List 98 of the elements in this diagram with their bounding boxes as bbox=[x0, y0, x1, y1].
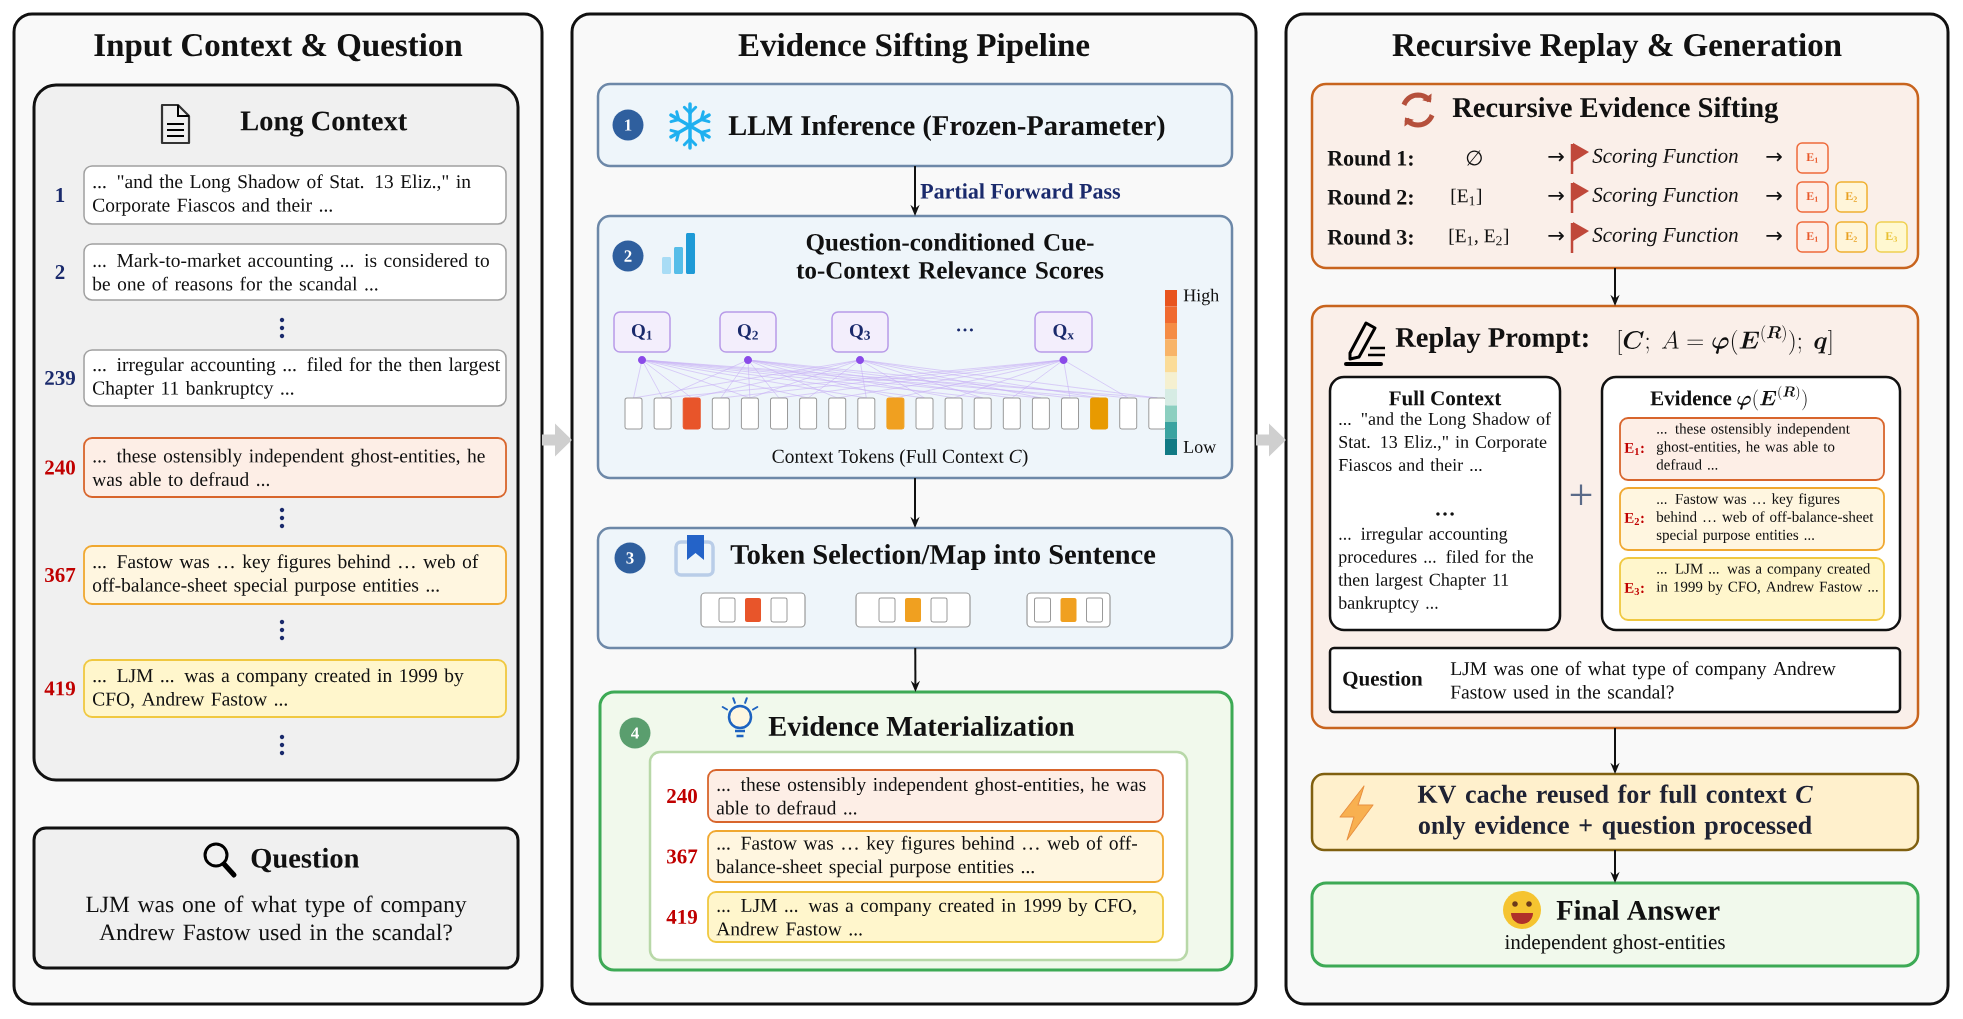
sentence-text: ... these ostensibly independent ghost-entities, he was able to defraud ... bbox=[92, 448, 485, 487]
box-title: Evidence Materialization bbox=[768, 715, 1075, 737]
question-text: LJM was one of what type of company Andrew Fastow used in the scandal? bbox=[86, 895, 467, 941]
query-box bbox=[719, 311, 777, 353]
line-number: 419 bbox=[44, 681, 75, 696]
tag-label: E$_{2}$ bbox=[1845, 232, 1857, 242]
box-title: Replay Prompt: bbox=[1395, 327, 1588, 353]
arrow-sign: → bbox=[1766, 152, 1782, 162]
evidence-box bbox=[1619, 557, 1885, 621]
tag-label: E$_{1}$ bbox=[1806, 192, 1818, 202]
plus-sign: + bbox=[1570, 484, 1592, 506]
step-number: 1 bbox=[612, 109, 644, 141]
box-title: Token Selection/Map into Sentence bbox=[730, 544, 1156, 570]
line-number: 239 bbox=[45, 370, 75, 386]
panel-title: Evidence Sifting Pipeline bbox=[738, 32, 1090, 64]
question-box bbox=[1328, 646, 1902, 714]
context-text: ... irregular accounting procedures ... filed for the then largest Chapter 11 bankruptcy ... bbox=[1338, 527, 1533, 613]
line-number: 367 bbox=[667, 849, 698, 864]
tag-label: E$_{1}$ bbox=[1806, 232, 1818, 242]
evidence-label: E$_{1}$: bbox=[1624, 443, 1644, 455]
evidence-set: [E$_{1}$, E$_{2}$] bbox=[1449, 228, 1508, 246]
panel-title: Input Context & Question bbox=[94, 33, 463, 63]
panel-title: Recursive Replay & Generation bbox=[1392, 33, 1842, 63]
evidence-tag bbox=[1875, 221, 1908, 253]
tag-label: E$_{2}$ bbox=[1845, 192, 1857, 202]
line-number: 1 bbox=[56, 188, 65, 202]
round-label: Round 2: bbox=[1327, 189, 1413, 205]
evidence-label: E$_{2}$: bbox=[1624, 513, 1644, 525]
box-title: Evidence bbox=[1650, 390, 1732, 406]
evidence-tag bbox=[1796, 221, 1829, 253]
evidence-tag bbox=[1835, 181, 1868, 213]
evidence-tag bbox=[1796, 142, 1829, 174]
box-title: Question-conditioned Cue-to-Context Relevance Scores bbox=[796, 233, 1104, 279]
line-number: 419 bbox=[666, 909, 697, 925]
sentence-text: ... Fastow was … key figures behind … web of off-balance-sheet special purpose entities ... bbox=[92, 554, 479, 596]
arrow-sign: → bbox=[1766, 191, 1782, 201]
evidence-text: ... these ostensibly independent ghost-entities, he was able to defraud ... bbox=[1656, 423, 1850, 470]
line-number: 367 bbox=[45, 567, 76, 583]
sentence-text: ... Mark-to-market accounting ... is considered to be one of reasons for the scandal ... bbox=[92, 253, 489, 291]
ellipsis: … bbox=[957, 328, 973, 332]
edge-label: Partial Forward Pass bbox=[920, 183, 1121, 199]
box-text: Context Tokens (Full Context C) bbox=[772, 449, 1028, 467]
query-label: Q$_{3}$ bbox=[849, 324, 870, 340]
function-label: Scoring Function bbox=[1592, 227, 1738, 247]
query-label: Q$_{x}$ bbox=[1053, 324, 1074, 340]
step-number: 3 bbox=[614, 542, 646, 574]
sentence-text: ... "and the Long Shadow of Stat. 13 Eliz.," in Corporate Fiascos and their ... bbox=[93, 174, 471, 216]
box-title: Question bbox=[251, 847, 360, 873]
evidence-text: ... LJM ... was a company created in 1999 by CFO, Andrew Fastow ... bbox=[1656, 563, 1878, 595]
evidence-set: [E$_{1}$] bbox=[1451, 188, 1481, 206]
sentence-text: ... LJM ... was a company created in 1999 by CFO, Andrew Fastow ... bbox=[93, 668, 464, 709]
evidence-text: ... Fastow was … key figures behind … web of off-balance-sheet special purpose entities ... bbox=[1656, 493, 1874, 543]
sentence-text: ... irregular accounting ... filed for the then largest Chapter 11 bankruptcy ... bbox=[93, 357, 501, 399]
scale-label: High bbox=[1183, 288, 1219, 306]
evidence-set: ∅ bbox=[1466, 150, 1482, 166]
line-number: 2 bbox=[55, 265, 65, 279]
function-label: Scoring Function bbox=[1592, 148, 1738, 168]
sentence-text: ... LJM ... was a company created in 1999 by CFO, Andrew Fastow ... bbox=[716, 898, 1136, 936]
question-text: LJM was one of what type of company Andrew Fastow used in the scandal? bbox=[1450, 661, 1836, 699]
sentence-text: ... Fastow was … key figures behind … web of off-balance-sheet special purpose entities ... bbox=[716, 835, 1138, 878]
arrow-sign: → bbox=[1766, 231, 1782, 241]
box-title: Long Context bbox=[240, 111, 408, 137]
scale-label: Low bbox=[1183, 441, 1217, 453]
box-title: Final Answer bbox=[1556, 899, 1720, 921]
round-label: Round 1: bbox=[1327, 150, 1413, 166]
evidence-tag bbox=[1796, 181, 1829, 213]
formula: $[\boldsymbol{C};\ A = \boldsymbol{\varphi}(\boldsymbol{E}^{(\boldsymbol{R})});\ \boldsymbol{q}]$ bbox=[1618, 325, 1832, 355]
arrow-sign: → bbox=[1548, 152, 1564, 162]
box-title: Recursive Evidence Sifting bbox=[1452, 96, 1779, 124]
round-label: Round 3: bbox=[1327, 229, 1413, 245]
evidence-tag bbox=[1835, 221, 1868, 253]
box-title: Question bbox=[1343, 671, 1423, 689]
formula: $\boldsymbol{\varphi}(\boldsymbol{E}^{(\boldsymbol{R})})$ bbox=[1737, 385, 1807, 411]
arrow-sign: → bbox=[1548, 191, 1564, 201]
tag-label: E$_{3}$ bbox=[1885, 232, 1897, 242]
box-title: LLM Inference (Frozen-Parameter) bbox=[728, 114, 1165, 142]
line-number: 240 bbox=[45, 460, 75, 475]
function-label: Scoring Function bbox=[1592, 187, 1738, 207]
query-label: Q$_{2}$ bbox=[737, 324, 758, 340]
query-label: Q$_{1}$ bbox=[631, 324, 652, 340]
box-text: KV cache reused for full context C only evidence + question processed bbox=[1417, 784, 1813, 840]
step-number: 4 bbox=[619, 717, 651, 749]
context-text: ... "and the Long Shadow of Stat. 13 Eliz.," in Corporate Fiascos and their ... bbox=[1338, 412, 1551, 472]
evidence-box bbox=[1619, 417, 1885, 481]
query-box bbox=[613, 311, 671, 353]
tag-label: E$_{1}$ bbox=[1806, 153, 1818, 163]
evidence-label: E$_{3}$: bbox=[1624, 582, 1644, 596]
context-box bbox=[1328, 375, 1562, 632]
answer-text: independent ghost-entities bbox=[1504, 934, 1725, 954]
sentence-text: ... these ostensibly independent ghost-entities, he was able to defraud ... bbox=[716, 777, 1146, 815]
ellipsis: … bbox=[1436, 512, 1454, 516]
step-number: 2 bbox=[612, 240, 644, 272]
query-box bbox=[1034, 311, 1093, 353]
query-box bbox=[831, 311, 889, 353]
evidence-box bbox=[1619, 487, 1885, 551]
arrow-sign: → bbox=[1548, 231, 1564, 241]
box-title: Full Context bbox=[1389, 390, 1502, 406]
line-number: 240 bbox=[667, 788, 697, 804]
